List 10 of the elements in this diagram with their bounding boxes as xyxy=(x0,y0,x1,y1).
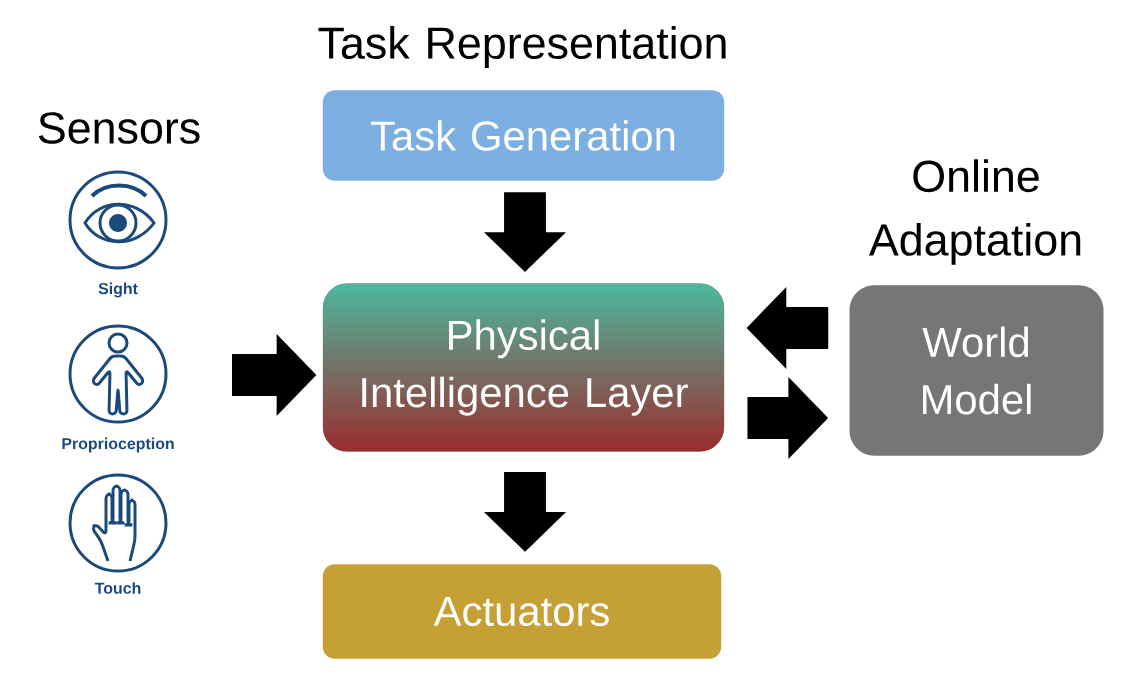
process-box: Actuators xyxy=(322,564,722,659)
process-box: Task Generation xyxy=(322,90,725,181)
process-box: World Model xyxy=(849,285,1104,456)
icon-caption: Sight xyxy=(98,282,138,298)
heading: Sensors xyxy=(38,112,200,144)
icon-caption: Proprioception xyxy=(62,437,174,453)
process-box: Physical Intelligence Layer xyxy=(322,283,725,452)
icon-caption: Touch xyxy=(94,582,141,594)
heading: Online Adaptation xyxy=(868,159,1081,265)
heading: Task Representation xyxy=(318,26,726,68)
